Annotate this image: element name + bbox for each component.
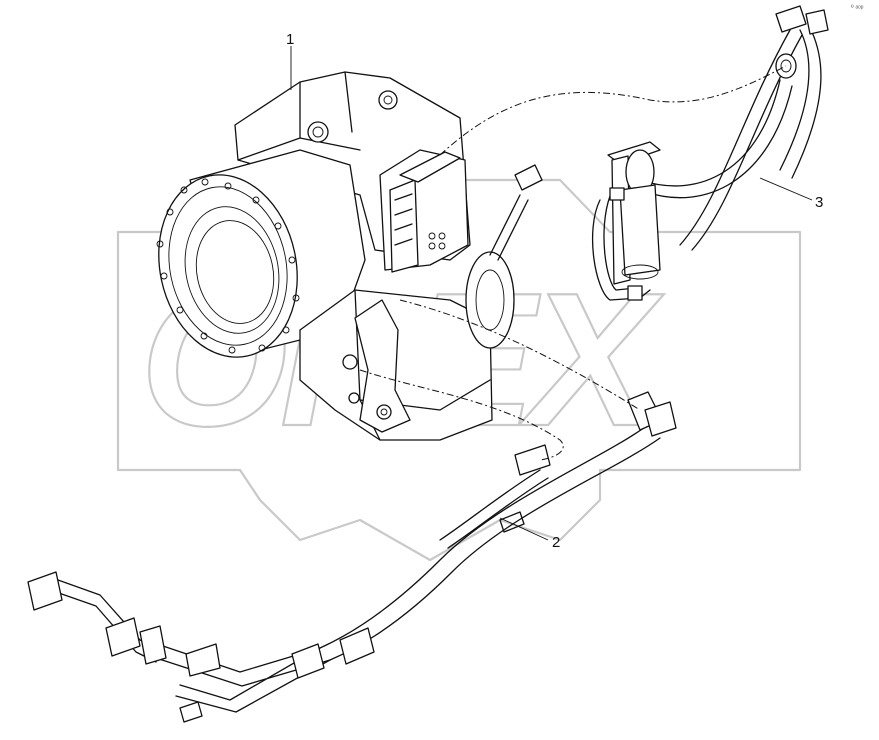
callout-leaders [290,46,813,541]
gearbox-assembly [156,71,543,441]
corner-mark: º ᵃᵒᵖ [851,5,864,12]
callout-3: 3 [815,194,823,211]
callout-1: 1 [286,31,294,48]
callout-2: 2 [552,534,560,551]
filter-hose-assembly [591,5,829,301]
lower-hose-assembly [27,391,677,723]
connection-lines [359,65,787,461]
